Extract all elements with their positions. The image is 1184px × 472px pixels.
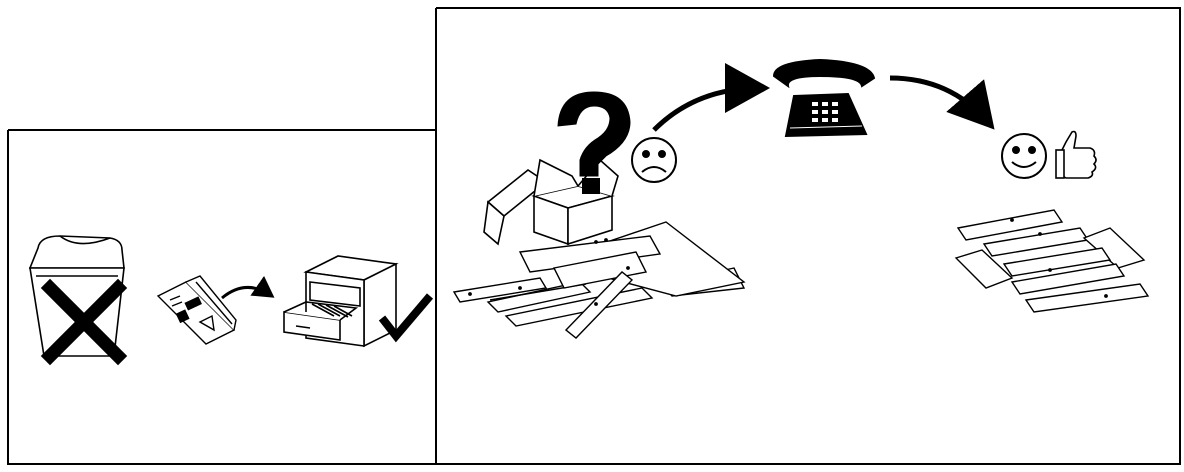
curved-arrow-icon xyxy=(221,275,275,300)
sorted-panels-icon xyxy=(954,209,1150,313)
right-panel-frame xyxy=(435,7,1181,465)
filing-cabinet-icon xyxy=(283,255,399,348)
checkmark-icon xyxy=(378,293,434,343)
sad-face-icon xyxy=(631,137,677,183)
curved-arrow-icon xyxy=(652,63,770,132)
curved-arrow-icon xyxy=(889,75,995,130)
question-mark-icon xyxy=(557,91,631,194)
cross-icon xyxy=(40,278,128,366)
telephone-icon xyxy=(772,58,876,138)
instruction-manual-icon xyxy=(156,275,237,345)
happy-face-icon xyxy=(1001,133,1047,179)
thumbs-up-icon xyxy=(1055,130,1097,179)
scattered-panels-icon xyxy=(452,221,746,339)
